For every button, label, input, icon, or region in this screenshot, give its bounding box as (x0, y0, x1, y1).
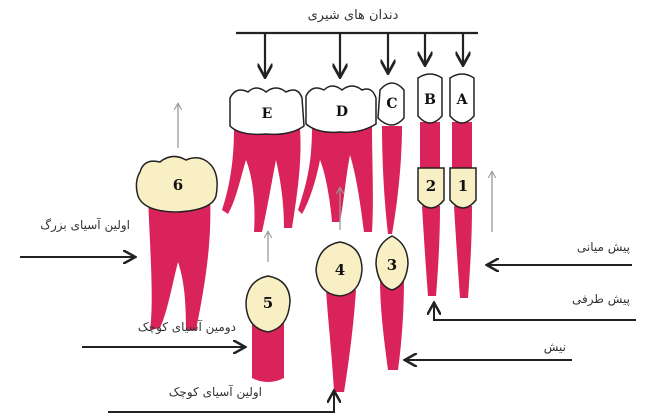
tooth-root (454, 206, 472, 298)
tooth-number: 6 (173, 176, 183, 194)
tooth-number: 3 (387, 256, 397, 274)
primary-tooth-B: B (418, 74, 442, 168)
label-first-molar: اولین آسیای بزرگ (10, 218, 130, 232)
permanent-tooth-6: 6 (136, 156, 217, 330)
tooth-number: 5 (263, 294, 273, 312)
label-lateral-incisor: پیش طرفی (560, 292, 630, 306)
tooth-root (222, 128, 301, 232)
primary-tooth-A: A (450, 74, 474, 168)
tooth-root (298, 126, 373, 232)
permanent-tooth-3: 3 (376, 236, 408, 370)
label-canine: نیش (526, 340, 566, 354)
tooth-letter: C (386, 96, 397, 112)
permanent-tooth-5: 5 (246, 276, 290, 382)
tooth-number: 1 (458, 177, 468, 195)
tooth-root (326, 290, 356, 392)
permanent-tooth-1: 1 (450, 168, 476, 298)
tooth-root (382, 126, 402, 234)
primary-tooth-E: E (222, 88, 304, 232)
tooth-number: 4 (335, 261, 345, 279)
primary-tooth-C: C (378, 83, 404, 234)
permanent-tooth-2: 2 (418, 168, 444, 296)
tooth-root (422, 206, 440, 296)
label-second-premolar: دومین آسیای کوچک (86, 320, 236, 334)
tooth-number: 2 (426, 177, 436, 195)
tooth-root (380, 278, 404, 370)
tooth-letter: D (336, 104, 348, 120)
tooth-letter: E (262, 106, 273, 122)
tooth-root (148, 196, 210, 330)
primary-teeth-bracket (236, 33, 478, 76)
label-first-premolar: اولین آسیای کوچک (122, 385, 262, 399)
tooth-root (420, 122, 440, 168)
tooth-letter: B (424, 92, 436, 108)
pointer-lateral-incisor (434, 304, 636, 320)
label-central-incisor: پیش میانی (566, 240, 630, 254)
tooth-root (452, 122, 472, 168)
permanent-tooth-4: 4 (316, 242, 362, 392)
diagram-title: دندان های شیری (298, 8, 408, 23)
tooth-letter: A (456, 92, 469, 108)
primary-tooth-D: D (298, 86, 376, 232)
